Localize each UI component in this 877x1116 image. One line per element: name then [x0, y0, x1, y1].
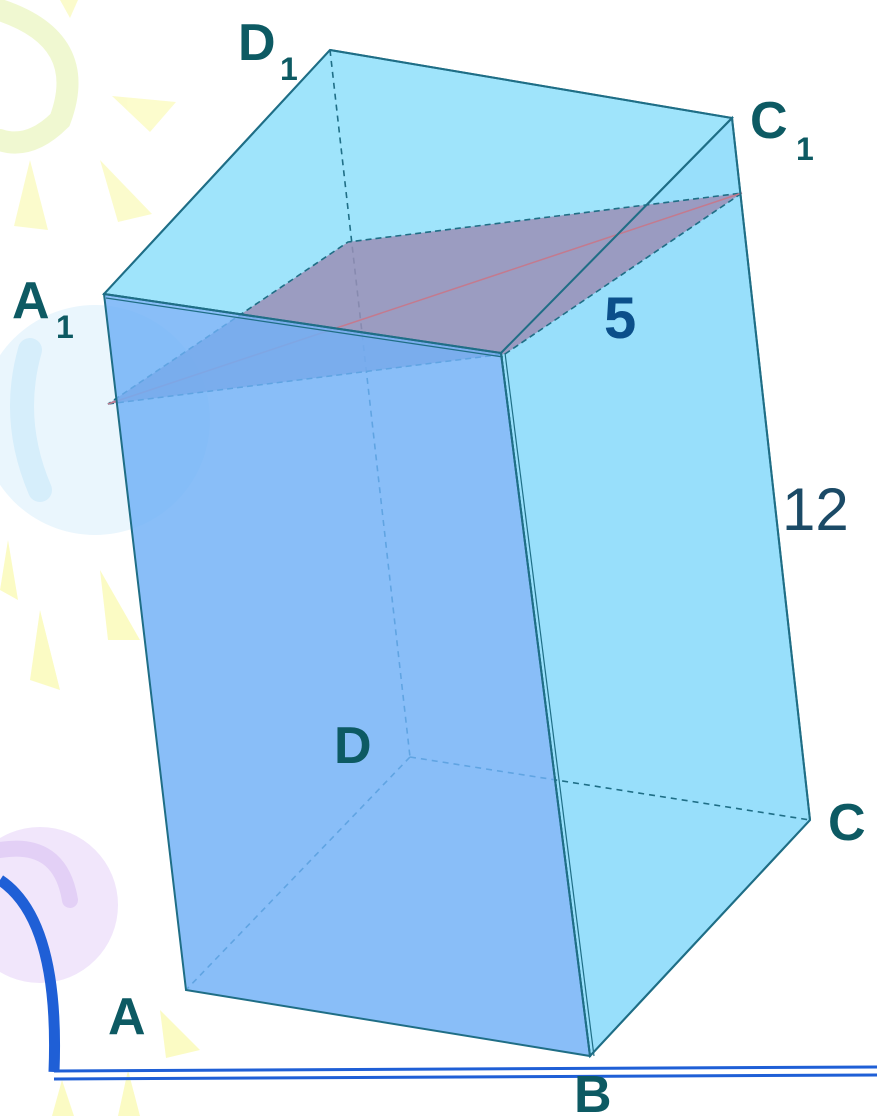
vertex-label-a1: A 1 [12, 272, 74, 345]
svg-text:1: 1 [796, 131, 814, 167]
vertex-label-d: D [334, 717, 372, 775]
vertex-label-d1: D 1 [238, 14, 298, 87]
moon-icon [0, 827, 118, 983]
sun-icon [0, 0, 176, 230]
svg-text:D: D [238, 14, 276, 72]
vertex-label-b: B [574, 1066, 612, 1116]
vertex-label-c1: C 1 [750, 92, 814, 167]
dimension-label-5: 5 [604, 286, 636, 351]
sun-rays-icon [52, 1010, 200, 1116]
svg-text:1: 1 [56, 309, 74, 345]
dimension-label-12: 12 [782, 476, 849, 543]
svg-text:1: 1 [280, 51, 298, 87]
ground-line [53, 1065, 877, 1081]
vertex-label-a: A [108, 988, 146, 1046]
svg-text:A: A [12, 272, 50, 330]
decor-arc [0, 875, 61, 1073]
visible-edges [103, 49, 811, 1057]
vertex-label-c: C [828, 794, 866, 852]
svg-text:C: C [750, 92, 788, 150]
